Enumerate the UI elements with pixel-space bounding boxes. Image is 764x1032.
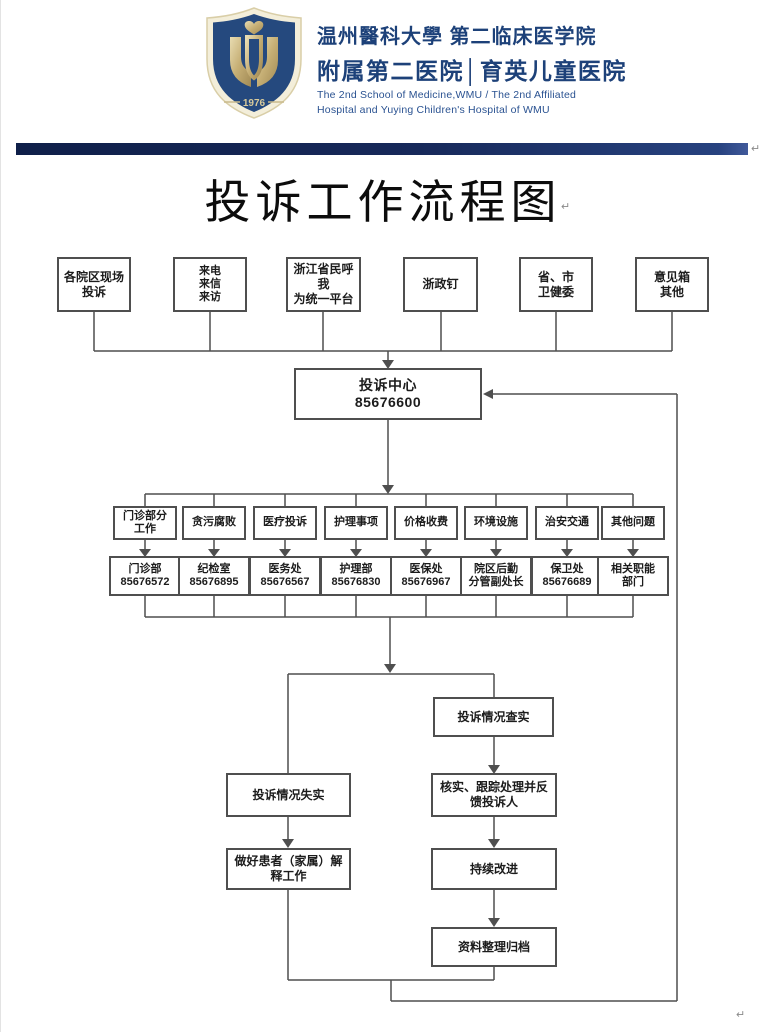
dept-box-nursing: 护理部 85676830 (320, 556, 392, 596)
dept-name: 纪检室 (197, 562, 231, 575)
logo-year: 1976 (243, 98, 266, 109)
complaint-center-box: 投诉中心 85676600 (294, 368, 482, 420)
dept-phone: 85676567 (260, 576, 310, 588)
dept-phone: 85676830 (331, 576, 381, 588)
paragraph-mark: ↵ (736, 1009, 746, 1021)
hospital-name-en1: The 2nd School of Medicine,WMU / The 2nd… (317, 89, 577, 101)
hospital-name-block: 温州醫科大學 第二临床医学院 附属第二医院│育英儿童医院 The 2nd Sch… (317, 20, 627, 116)
archive-box: 资料整理归档 (431, 927, 557, 967)
dept-name: 医务处 (268, 562, 302, 575)
source-box-calls: 来电 来信 来访 (173, 257, 247, 312)
category-box-corruption: 贪污腐败 (182, 506, 246, 540)
hospital-name-en2: Hospital and Yuying Children's Hospital … (317, 104, 550, 116)
dept-name: 保卫处 (550, 562, 584, 575)
dept-box-security: 保卫处 85676689 (531, 556, 603, 596)
complaint-center-name: 投诉中心 (359, 376, 417, 393)
category-box-security-traffic: 治安交通 (535, 506, 599, 540)
monogram-center (245, 35, 263, 81)
page-title: 投诉工作流程图 (204, 177, 562, 228)
dept-box-discipline: 纪检室 85676895 (178, 556, 250, 596)
source-box-suggestion-box: 意见箱 其他 (635, 257, 709, 312)
dept-name: 相关职能 部门 (611, 562, 655, 588)
monogram-right (257, 37, 278, 87)
explain-box: 做好患者（家属）解 释工作 (226, 848, 351, 890)
outcome-verified-box: 投诉情况查实 (433, 697, 554, 737)
dept-phone: 85676967 (401, 576, 451, 588)
source-box-platform: 浙江省民呼我 为统一平台 (286, 257, 361, 312)
category-box-environment: 环境设施 (464, 506, 528, 540)
followup-box: 核实、跟踪处理并反 馈投诉人 (431, 773, 557, 817)
paragraph-mark: ↵ (561, 201, 571, 213)
source-box-zhezhengding: 浙政钉 (403, 257, 478, 312)
category-box-pricing: 价格收费 (394, 506, 458, 540)
hospital-name-line1: 温州醫科大學 第二临床医学院 (317, 26, 597, 48)
monogram-left (230, 37, 251, 87)
dept-name: 院区后勤 分管副处长 (468, 562, 524, 588)
category-box-other: 其他问题 (601, 506, 665, 540)
source-box-onsite: 各院区现场 投诉 (57, 257, 131, 312)
outcome-unverified-box: 投诉情况失实 (226, 773, 351, 817)
dept-box-related-functions: 相关职能 部门 (597, 556, 669, 596)
dept-box-insurance: 医保处 85676967 (390, 556, 462, 596)
category-box-medical: 医疗投诉 (253, 506, 317, 540)
dept-box-medical-affairs: 医务处 85676567 (249, 556, 321, 596)
heart-icon (244, 20, 264, 35)
dept-name: 护理部 (339, 562, 373, 575)
hospital-logo-shield: 1976 (206, 7, 302, 119)
paragraph-mark: ↵ (751, 143, 761, 155)
improve-box: 持续改进 (431, 848, 557, 890)
complaint-center-phone: 85676600 (354, 394, 422, 410)
dept-phone: 85676689 (542, 576, 592, 588)
source-box-health-commission: 省、市 卫健委 (519, 257, 593, 312)
category-box-outpatient: 门诊部分 工作 (113, 506, 177, 540)
category-box-nursing: 护理事项 (324, 506, 388, 540)
dept-name: 门诊部 (128, 562, 162, 575)
hospital-name-line2: 附属第二医院│育英儿童医院 (317, 58, 627, 84)
dept-name: 医保处 (409, 562, 443, 575)
dept-box-logistics: 院区后勤 分管副处长 (460, 556, 532, 596)
dept-phone: 85676572 (120, 576, 170, 588)
dept-phone: 85676895 (189, 576, 239, 588)
divider-bar (16, 143, 748, 155)
dept-box-outpatient: 门诊部 85676572 (109, 556, 181, 596)
